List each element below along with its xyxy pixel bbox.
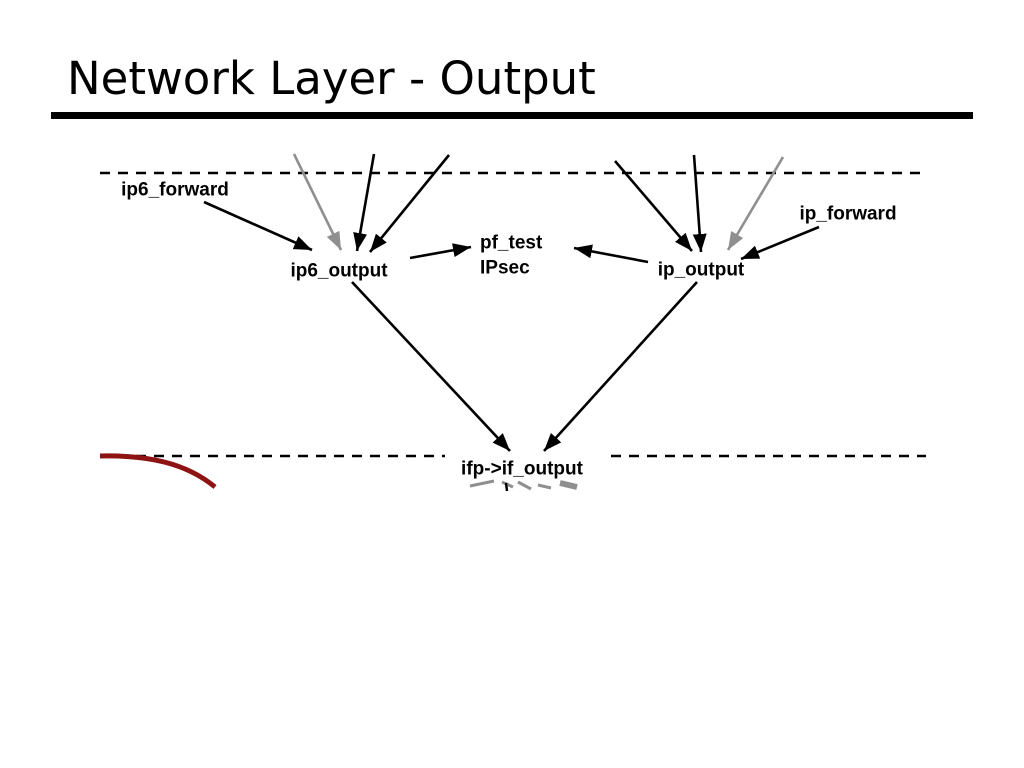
clipped-stroke: [537, 483, 552, 490]
arrow-ip_output-to-ifp_if_output: [543, 281, 698, 452]
node-ip-output: ip_output: [657, 259, 745, 281]
arrow-upper_layer-to-ip6_output: [368, 154, 451, 253]
slide-title: Network Layer - Output: [67, 52, 596, 105]
arrow-ip6_output-to-pf_test: [409, 243, 472, 260]
arrow-upper_layer-to-ip_output: [726, 156, 785, 251]
title-underline: [51, 112, 973, 119]
clipped-stroke: [504, 482, 509, 492]
arrow-ip6_forward-to-ip6_output: [203, 200, 313, 252]
red-arc-decoration: [99, 453, 217, 489]
node-ip6-output: ip6_output: [290, 260, 388, 282]
node-ifp-if-output: ifp->if_output: [461, 458, 583, 480]
arrow-upper_layer-to-ip6_output: [353, 153, 376, 252]
arrow-upper_layer-to-ip_output: [614, 160, 693, 252]
clipped-stroke: [517, 480, 532, 491]
node-ip6-forward: ip6_forward: [121, 179, 229, 201]
arrow-upper_layer-to-ip_output: [692, 154, 707, 253]
arrow-ip_output-to-pf_test: [573, 244, 649, 264]
arrow-ip6_output-to-ifp_if_output: [351, 281, 511, 452]
arrow-ip_forward-to-ip_output: [740, 225, 820, 261]
node-pf-test: pf_test: [480, 232, 543, 254]
clipped-stroke: [559, 480, 578, 490]
clipped-stroke: [501, 480, 514, 489]
node-ipsec: IPsec: [480, 257, 530, 279]
arrow-upper_layer-to-ip6_output: [292, 153, 343, 251]
clipped-stroke: [469, 479, 495, 488]
node-ip-forward: ip_forward: [799, 203, 897, 225]
